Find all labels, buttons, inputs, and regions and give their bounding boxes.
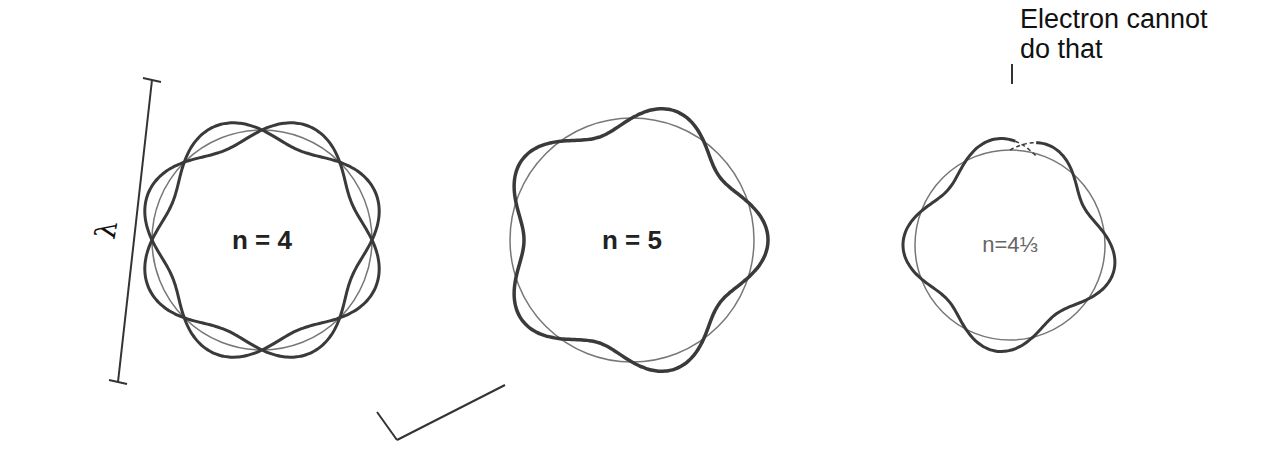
- quantum-number: n = 5: [602, 225, 662, 256]
- leader-line: [397, 385, 505, 440]
- orbit-circle: n=4⅓: [891, 126, 1129, 364]
- leader-line: [377, 412, 397, 440]
- wavelength-label: λ: [89, 212, 126, 247]
- leader-line: [1011, 64, 1013, 84]
- orbit-circle: n = 4: [128, 106, 396, 374]
- dimension-tick: [143, 78, 161, 82]
- quantum-number: n=4⅓: [982, 232, 1038, 258]
- orbit-circle: n = 5: [486, 94, 778, 386]
- dimension-tick: [109, 380, 127, 384]
- quantum-number: n = 4: [232, 225, 292, 256]
- callout-note: Electron cannot do that: [1020, 4, 1210, 64]
